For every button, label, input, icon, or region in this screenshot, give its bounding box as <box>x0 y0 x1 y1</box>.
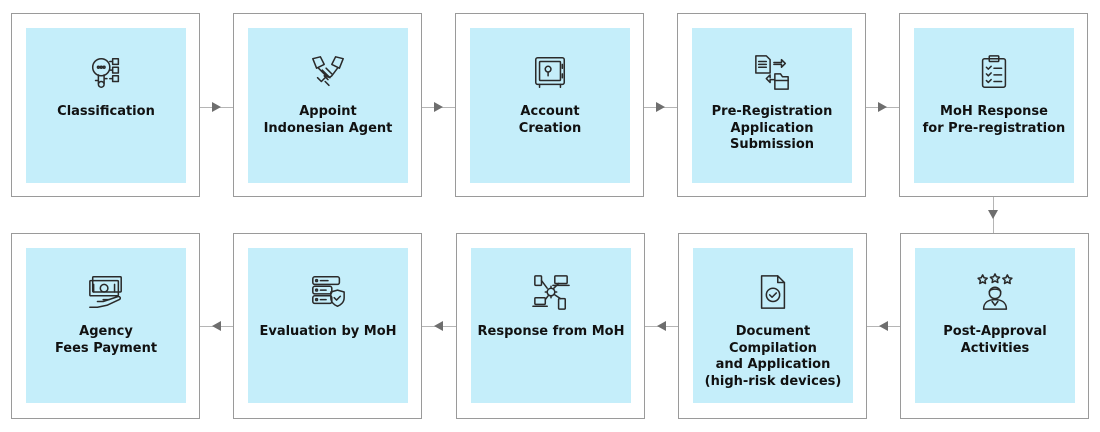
step-label: Document Compilation and Application (hi… <box>704 324 842 389</box>
arrow-down-icon <box>988 210 998 219</box>
step-box: Pre-Registration Application Submission <box>692 28 852 183</box>
step-box: Document Compilation and Application (hi… <box>693 248 853 403</box>
step-box: Account Creation <box>470 28 630 183</box>
step-label: Post-Approval Activities <box>943 324 1047 356</box>
arrow-left-icon <box>434 321 443 331</box>
step-card-account-creation: Account Creation <box>455 13 644 197</box>
step-card-post-approval: Post-Approval Activities <box>900 233 1089 419</box>
safe-icon <box>530 52 570 92</box>
server-shield-icon <box>308 272 348 312</box>
network-devices-icon <box>531 272 571 312</box>
step-card-agency-fees-payment: Agency Fees Payment <box>11 233 200 419</box>
step-card-classification: Classification <box>11 13 200 197</box>
step-label: Classification <box>57 104 155 119</box>
step-label: Evaluation by MoH <box>259 324 397 339</box>
step-box: Appoint Indonesian Agent <box>248 28 408 183</box>
step-card-document-compilation: Document Compilation and Application (hi… <box>678 233 867 419</box>
document-check-icon <box>753 272 793 312</box>
document-transfer-icon <box>752 52 792 92</box>
money-hand-icon <box>86 272 126 312</box>
step-box: Agency Fees Payment <box>26 248 186 403</box>
arrow-left-icon <box>879 321 888 331</box>
clipboard-checklist-icon <box>974 52 1014 92</box>
arrow-left-icon <box>657 321 666 331</box>
step-label: Appoint Indonesian Agent <box>263 104 393 136</box>
handshake-icon <box>308 52 348 92</box>
step-card-appoint-agent: Appoint Indonesian Agent <box>233 13 422 197</box>
step-card-pre-registration: Pre-Registration Application Submission <box>677 13 866 197</box>
step-box: Evaluation by MoH <box>248 248 408 403</box>
key-document-icon <box>86 52 126 92</box>
step-card-moh-response-prereg: MoH Response for Pre-registration <box>899 13 1088 197</box>
arrow-left-icon <box>212 321 221 331</box>
arrow-right-icon <box>656 102 665 112</box>
step-label: Response from MoH <box>477 324 625 339</box>
step-box: Classification <box>26 28 186 183</box>
step-card-response-from-moh: Response from MoH <box>456 233 645 419</box>
step-box: MoH Response for Pre-registration <box>914 28 1074 183</box>
step-card-evaluation-by-moh: Evaluation by MoH <box>233 233 422 419</box>
step-box: Post-Approval Activities <box>915 248 1075 403</box>
arrow-right-icon <box>212 102 221 112</box>
arrow-right-icon <box>434 102 443 112</box>
step-label: Account Creation <box>518 104 582 136</box>
step-label: Agency Fees Payment <box>54 324 158 356</box>
arrow-right-icon <box>878 102 887 112</box>
step-label: Pre-Registration Application Submission <box>711 104 833 152</box>
step-box: Response from MoH <box>471 248 631 403</box>
star-rating-person-icon <box>975 272 1015 312</box>
step-label: MoH Response for Pre-registration <box>922 104 1066 136</box>
